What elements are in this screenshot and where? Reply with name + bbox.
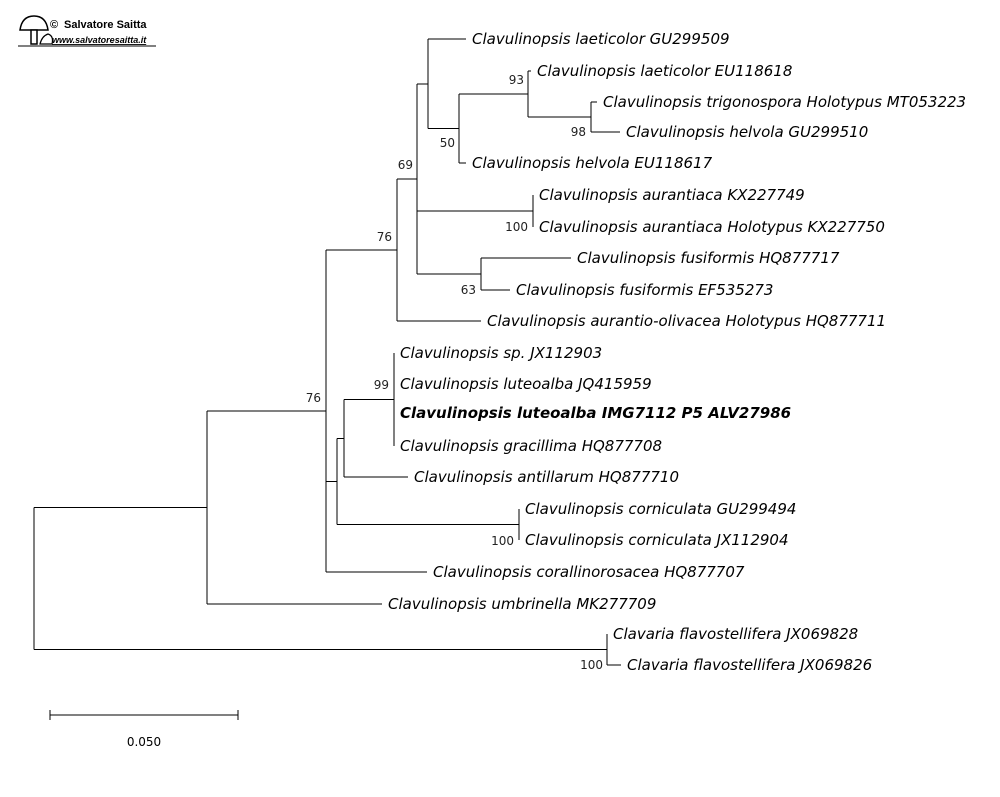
taxon-label: Clavaria flavostellifera JX069826 xyxy=(627,656,872,674)
taxon-label: Clavulinopsis corniculata JX112904 xyxy=(525,531,789,549)
taxon-label: Clavulinopsis corniculata GU299494 xyxy=(525,500,796,518)
taxon-label: Clavulinopsis helvola EU118617 xyxy=(472,154,713,172)
taxon-label: Clavulinopsis sp. JX112903 xyxy=(400,344,602,362)
bootstrap-value: 63 xyxy=(461,283,476,297)
bootstrap-value: 76 xyxy=(306,391,321,405)
mushroom-small xyxy=(39,33,54,45)
bootstrap-value: 50 xyxy=(440,136,455,150)
author-url: www.salvatoresaitta.it xyxy=(52,35,147,45)
taxon-label: Clavulinopsis laeticolor EU118618 xyxy=(537,62,792,80)
mushroom-icon xyxy=(19,15,54,45)
bootstrap-value: 69 xyxy=(398,158,413,172)
taxon-label: Clavulinopsis antillarum HQ877710 xyxy=(414,468,679,486)
taxon-label: Clavulinopsis aurantiaca KX227749 xyxy=(539,186,805,204)
taxon-label: Clavulinopsis gracillima HQ877708 xyxy=(400,437,662,455)
taxon-label: Clavulinopsis laeticolor GU299509 xyxy=(472,30,730,48)
taxon-label: Clavulinopsis aurantio-olivacea Holotypu… xyxy=(487,312,886,330)
bootstrap-value: 76 xyxy=(377,230,392,244)
mushroom-stem xyxy=(30,29,38,45)
bootstrap-value: 100 xyxy=(580,658,603,672)
taxon-label: Clavulinopsis aurantiaca Holotypus KX227… xyxy=(539,218,885,236)
taxon-label: Clavulinopsis corallinorosacea HQ877707 xyxy=(433,563,745,581)
taxon-label: Clavulinopsis helvola GU299510 xyxy=(626,123,868,141)
taxon-label: Clavulinopsis luteoalba IMG7112 P5 ALV27… xyxy=(400,404,791,422)
taxon-label: Clavaria flavostellifera JX069828 xyxy=(613,625,858,643)
bootstrap-value: 100 xyxy=(491,534,514,548)
taxon-label: Clavulinopsis umbrinella MK277709 xyxy=(388,595,656,613)
mushroom-cap xyxy=(19,15,49,31)
taxon-label: Clavulinopsis fusiformis EF535273 xyxy=(516,281,773,299)
copyright-symbol: © xyxy=(50,19,58,31)
taxon-label: Clavulinopsis trigonospora Holotypus MT0… xyxy=(603,93,966,111)
taxon-label: Clavulinopsis fusiformis HQ877717 xyxy=(577,249,840,267)
author-name: Salvatore Saitta xyxy=(64,19,147,31)
bootstrap-value: 93 xyxy=(509,73,524,87)
taxon-label: Clavulinopsis luteoalba JQ415959 xyxy=(400,375,652,393)
watermark-logo: © Salvatore Saitta www.salvatoresaitta.it xyxy=(18,15,156,47)
bootstrap-value: 98 xyxy=(571,125,586,139)
bootstrap-value: 100 xyxy=(505,220,528,234)
scale-bar-label: 0.050 xyxy=(127,735,161,749)
scale-bar: 0.050 xyxy=(49,710,239,749)
bootstrap-value: 99 xyxy=(374,378,389,392)
